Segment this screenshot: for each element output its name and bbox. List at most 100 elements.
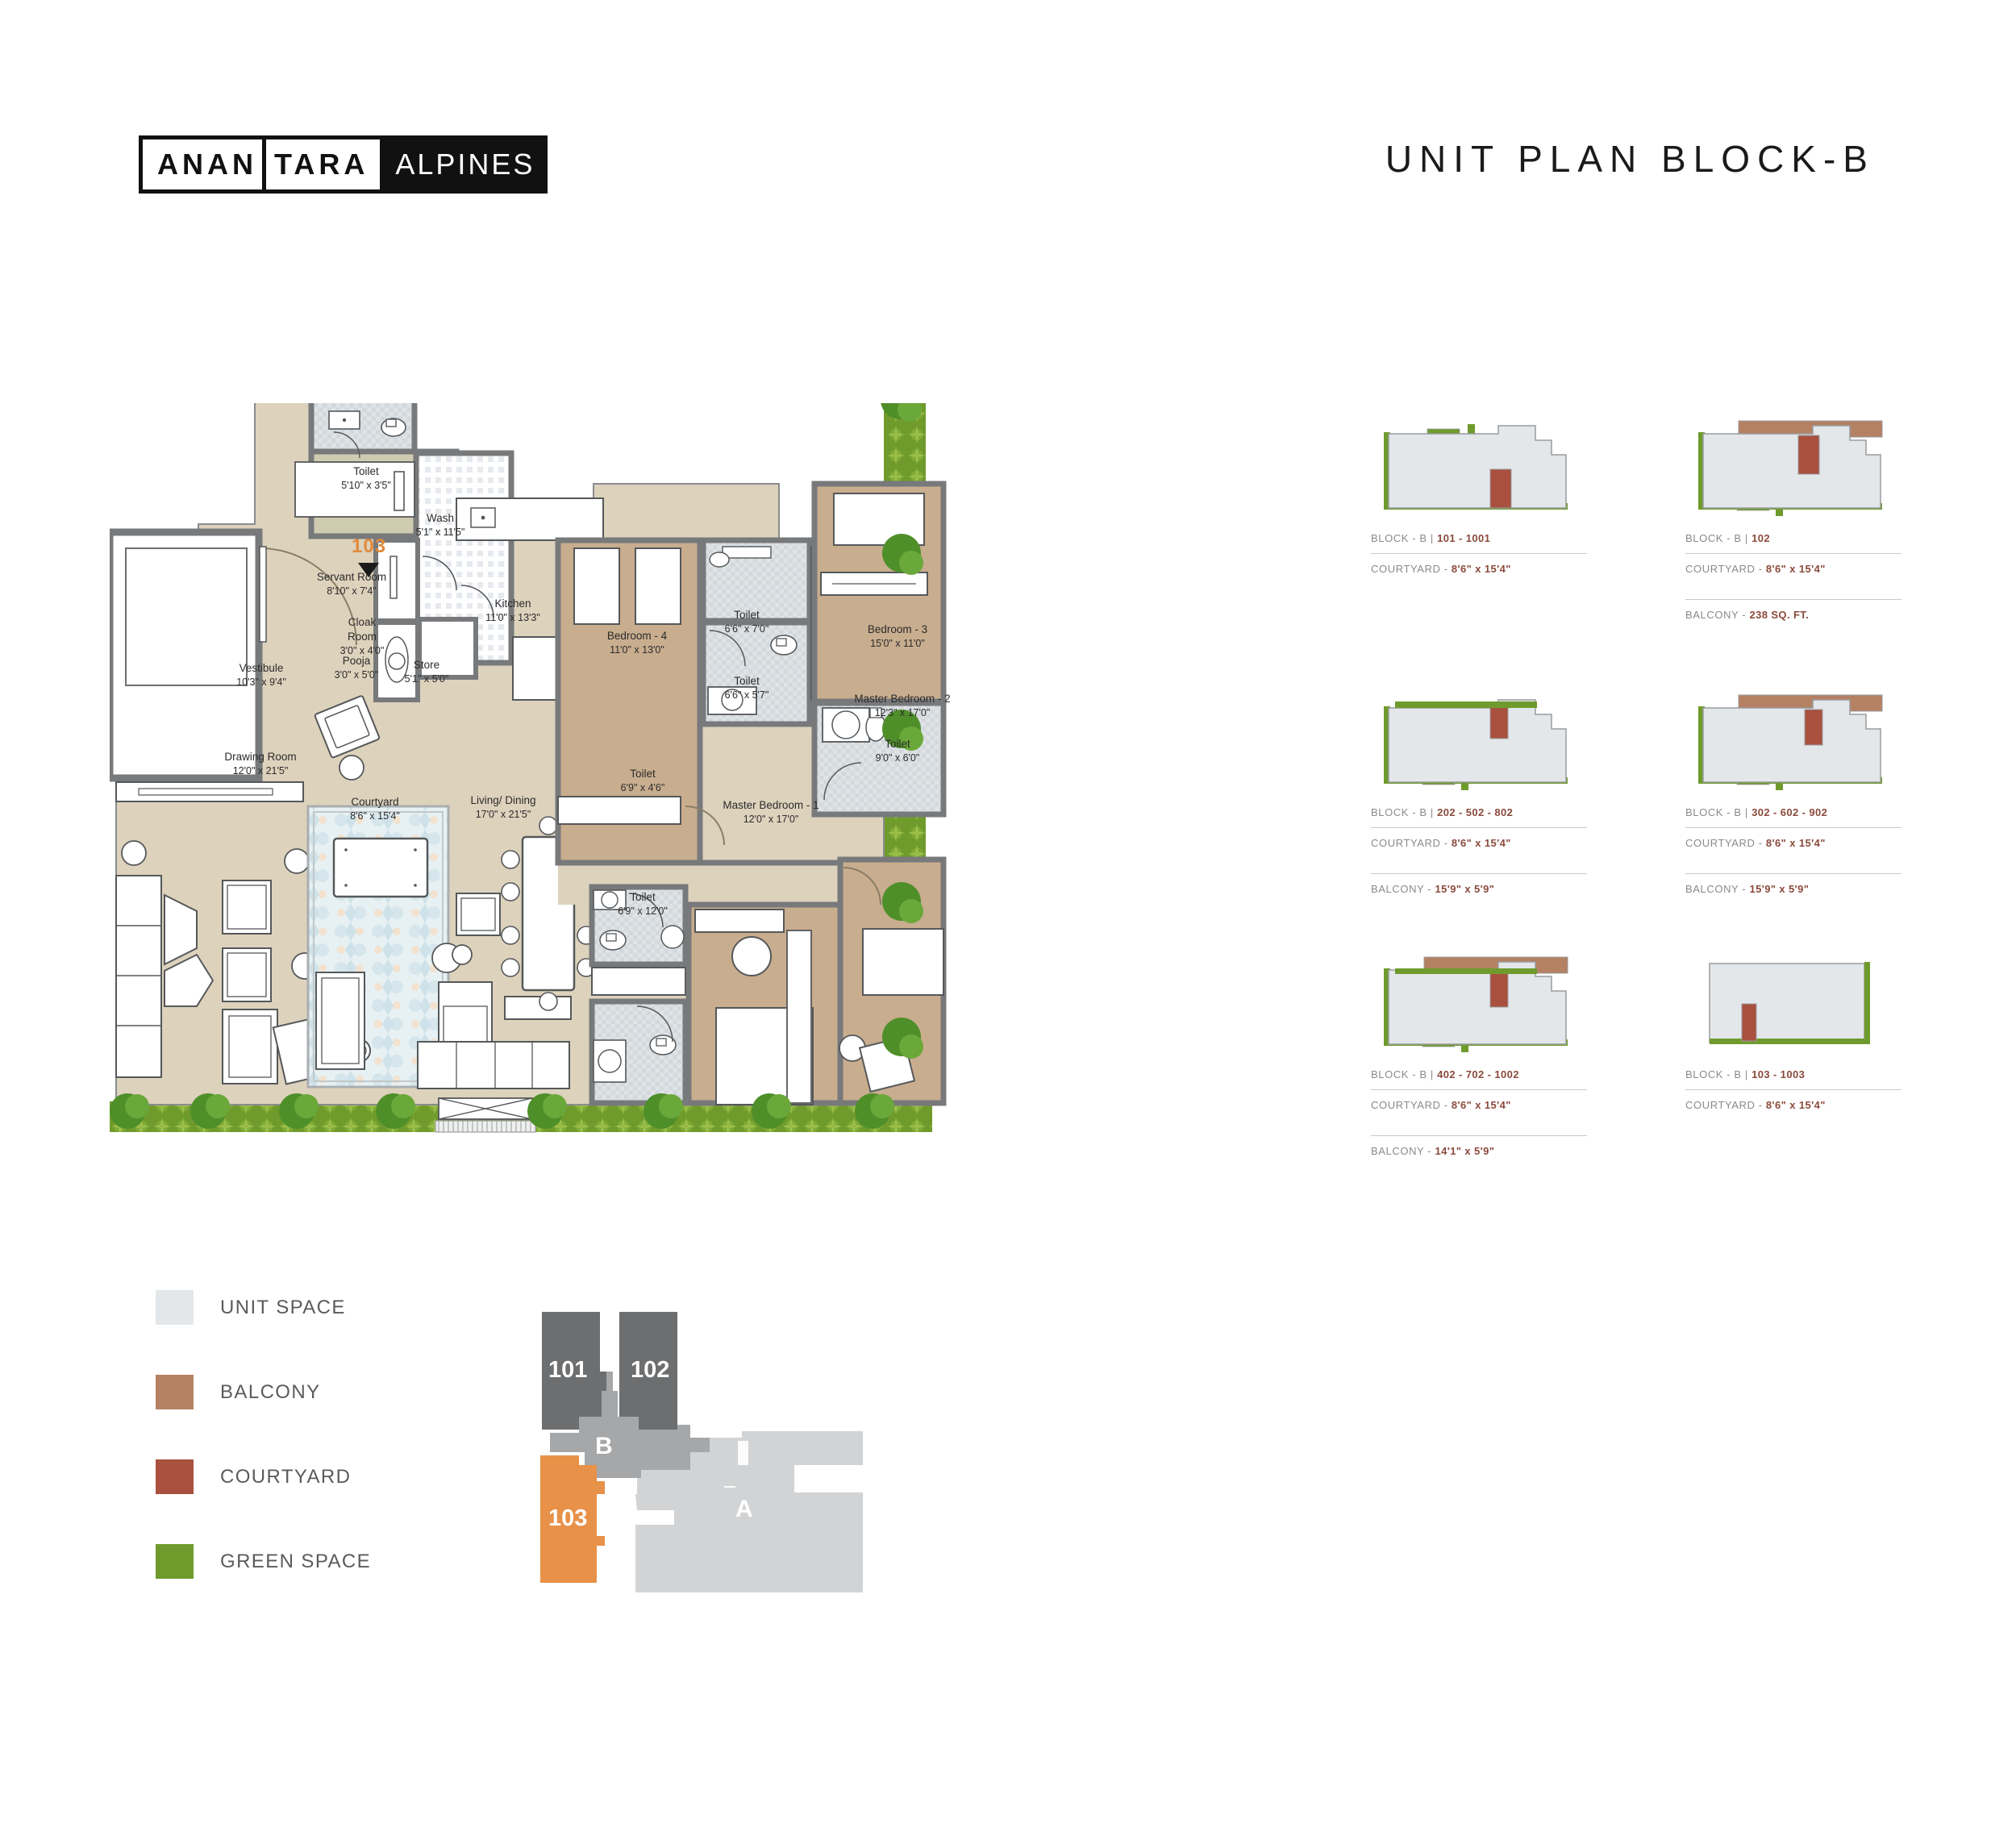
unit-variant-spec-label: BALCONY - [1685,609,1750,621]
unit-variant-numbers: 202 - 502 - 802 [1437,806,1514,818]
unit-variant-title: BLOCK - B | 101 - 1001 [1371,532,1653,544]
unit-variant-spec-label: COURTYARD - [1685,563,1766,575]
key-plan-block-b: B [595,1433,613,1459]
unit-variant-numbers: 302 - 602 - 902 [1752,806,1828,818]
unit-variant-spec-label: COURTYARD - [1685,1099,1766,1111]
room-dimension: 9'0" x 6'0" [875,752,920,764]
unit-variant-numbers: 102 [1752,532,1770,544]
room-name: Toilet [734,675,760,687]
unit-variant-spec-label: COURTYARD - [1371,1099,1452,1111]
unit-variant-block-prefix: BLOCK - B | [1685,1068,1752,1080]
room-label: Servant Room 8'10" x 7'4" [317,570,386,598]
room-name: Courtyard [351,796,399,808]
room-label: Toilet 6'6" x 7'0" [725,608,769,636]
room-dimension: 8'10" x 7'4" [327,585,377,597]
legend-swatch [156,1375,194,1409]
room-name: Wash [426,512,454,524]
legend-item: GREEN SPACE [156,1544,422,1579]
unit-variant-spec-label: BALCONY - [1371,1145,1435,1157]
room-dimension: 17'0" x 21'5" [475,809,531,821]
logo-text-anan: ANAN [157,148,257,181]
room-label: Courtyard 8'6" x 15'4" [350,795,400,823]
unit-variant-numbers: 103 - 1003 [1752,1068,1806,1080]
unit-variant-spec-value: 238 SQ. FT. [1749,609,1810,621]
legend-item: UNIT SPACE [156,1290,422,1325]
room-dimension: 12'0" x 21'5" [232,765,289,777]
plan-unit-marker: 103 [352,535,387,557]
unit-variant-divider [1685,599,1901,600]
room-name: Drawing Room [224,751,297,763]
unit-variant-spec-label: BALCONY - [1685,883,1750,895]
key-plan-unit-102: 102 [631,1357,670,1383]
unit-variant-spec: COURTYARD - 8'6" x 15'4" [1685,563,1968,575]
unit-variant-title: BLOCK - B | 302 - 602 - 902 [1685,806,1968,818]
unit-variant-spec: BALCONY - 238 SQ. FT. [1685,609,1968,621]
room-dimension: 15'0" x 11'0" [870,638,925,650]
page-title: UNIT PLAN BLOCK-B [1385,138,1875,180]
unit-variant-numbers: 101 - 1001 [1437,532,1491,544]
unit-variant-title: BLOCK - B | 103 - 1003 [1685,1068,1968,1080]
unit-variant-spec-label: COURTYARD - [1371,837,1452,849]
unit-variant-spec: COURTYARD - 8'6" x 15'4" [1371,563,1653,575]
room-name: Toilet [734,609,760,621]
room-name: Kitchen [494,597,531,610]
room-label: Toilet 6'9" x 12'0" [618,890,668,918]
room-label: Bedroom - 4 11'0" x 13'0" [607,629,667,657]
unit-variant-spec-value: 15'9" x 5'9" [1749,883,1810,895]
room-dimension: 3'0" x 4'0" [339,645,385,657]
legend-label: BALCONY [220,1380,321,1403]
room-dimension: 11'0" x 13'0" [610,644,664,656]
logo-box-right: TARA [262,135,385,194]
room-name: Store [413,659,440,671]
room-name: Master Bedroom - 1 [723,799,819,811]
plan-unit-marker-arrow [358,563,379,577]
room-name: Living/ Dining [470,794,536,806]
brand-logo: ANAN TARA ALPINES [139,135,548,194]
logo-text-tara: TARA [274,148,369,181]
room-name: Toilet [885,738,910,750]
room-dimension: 3'0" x 5'0" [334,669,379,681]
unit-variant-divider [1685,873,1901,874]
key-plan-unit-103: 103 [548,1505,588,1531]
unit-variant-divider [1371,553,1587,554]
unit-variant-spec-value: 8'6" x 15'4" [1765,1099,1826,1111]
room-dimension: 5'10" x 3'5" [341,480,391,492]
unit-variant-spec: COURTYARD - 8'6" x 15'4" [1371,837,1653,849]
key-plan: 101 102 103 B A [516,1294,863,1592]
unit-variant-spec-value: 8'6" x 15'4" [1451,837,1511,849]
unit-variant-spec: COURTYARD - 8'6" x 15'4" [1685,1099,1968,1111]
unit-variant-spec-value: 8'6" x 15'4" [1451,563,1511,575]
unit-variant-title: BLOCK - B | 102 [1685,532,1968,544]
unit-variant-divider [1685,553,1901,554]
unit-variant-spec-value: 8'6" x 15'4" [1765,563,1826,575]
unit-variant-thumbnail [1377,419,1587,516]
unit-variant-block-prefix: BLOCK - B | [1685,806,1752,818]
room-name: Bedroom - 4 [606,630,668,642]
room-dimension: 8'6" x 15'4" [350,810,400,822]
unit-variant-spec: BALCONY - 15'9" x 5'9" [1371,883,1653,895]
legend-label: GREEN SPACE [220,1550,371,1572]
room-dimension: 6'9" x 12'0" [618,905,668,918]
room-name: Toilet [630,768,656,780]
room-dimension: 6'6" x 7'0" [724,623,769,635]
floor-plan-drawing [110,403,947,1133]
room-name: Servant Room [316,571,387,583]
unit-variant-spec: COURTYARD - 8'6" x 15'4" [1371,1099,1653,1111]
room-name: Toilet [630,891,656,903]
